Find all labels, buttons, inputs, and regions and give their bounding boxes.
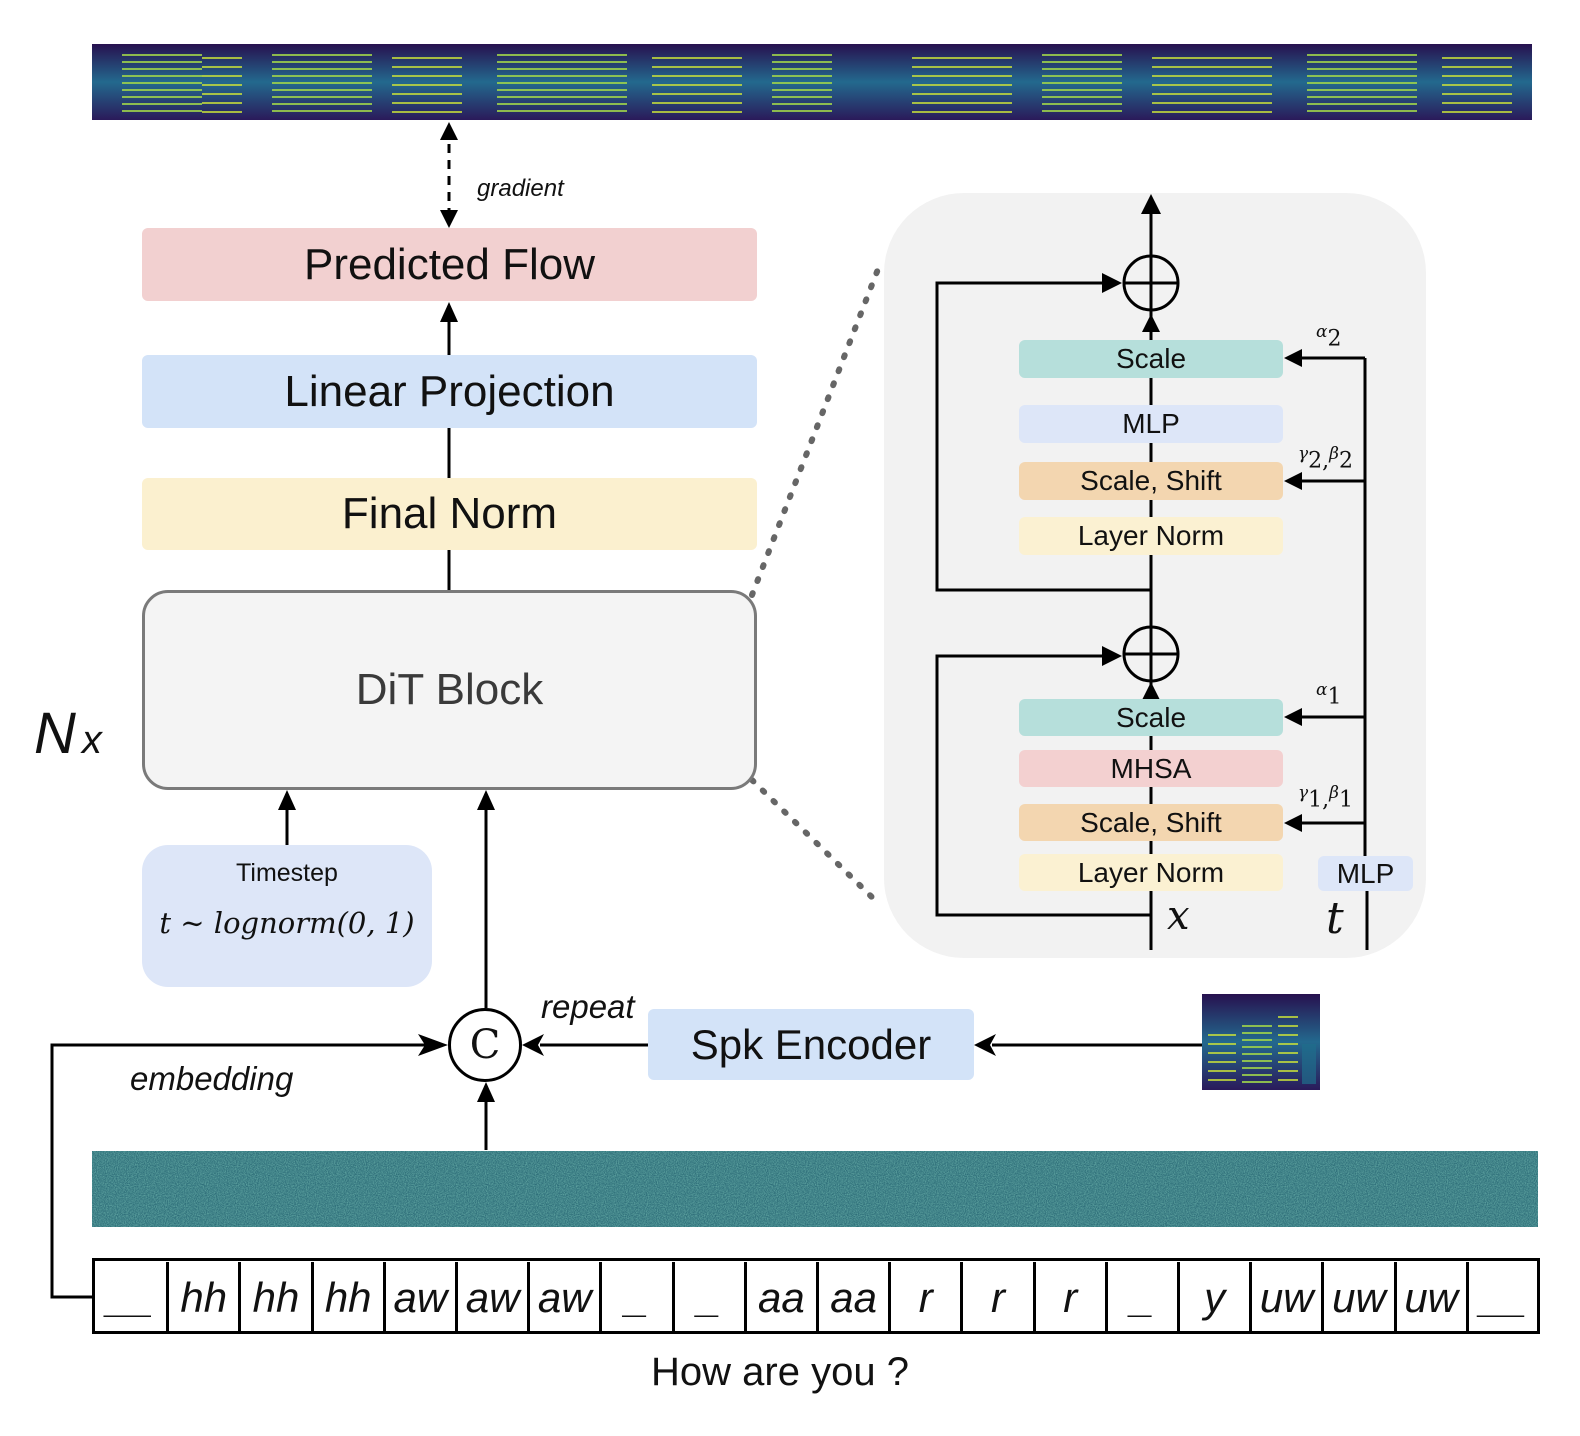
noisy-input-strip [92, 1151, 1538, 1227]
token-cell: r [960, 1262, 1032, 1334]
spectrogram-segment [497, 52, 627, 114]
concat-node: C [448, 1008, 522, 1082]
output-mel-spectrogram [92, 44, 1532, 120]
zoom-line-top [749, 261, 883, 598]
embedding-label: embedding [130, 1060, 294, 1097]
upper-layer-norm-label: Layer Norm [1077, 520, 1225, 551]
token-cell: y [1177, 1262, 1249, 1334]
gamma1-beta1-label: γ1,β1 [1298, 783, 1353, 813]
nx-x: x [81, 718, 102, 762]
lower-scale-label: Scale [1115, 701, 1187, 733]
token-cell: _ [671, 1262, 744, 1334]
repeat-label: repeat [541, 988, 635, 1025]
noise-image [92, 1151, 1538, 1227]
lower-scale-shift-label: Scale, Shift [1080, 806, 1222, 838]
timestep-box: Timestep t ∼ lognorm(0, 1) [142, 845, 432, 987]
timestep-formula: t ∼ lognorm(0, 1) [159, 906, 415, 940]
spectrogram-segment [202, 52, 242, 114]
alpha2-label: α2 [1316, 322, 1342, 352]
sentence-text: How are you ? [651, 1350, 909, 1394]
spectrogram-segment [272, 52, 372, 114]
gamma2-beta2-label: γ2,β2 [1298, 444, 1353, 474]
spk-encoder-label: Spk Encoder [690, 1020, 932, 1068]
spectrogram-segment [912, 52, 1012, 114]
upper-add-node [1122, 254, 1180, 312]
linear-projection-box: Linear Projection [142, 355, 757, 428]
lower-layer-norm-box: Layer Norm [1019, 854, 1283, 891]
token-cell: uw [1249, 1262, 1321, 1334]
spectrogram-segment [392, 52, 462, 114]
reference-mel-spectrogram [1202, 994, 1320, 1090]
t-mlp-box: MLP [1318, 856, 1413, 891]
token-cell: __ [1465, 1262, 1538, 1334]
upper-scale-shift-box: Scale, Shift [1019, 462, 1283, 500]
lower-mhsa-box: MHSA [1019, 750, 1283, 787]
input-t-label: t [1326, 893, 1344, 944]
timestep-title: Timestep [236, 859, 338, 887]
token-cell: r [888, 1262, 960, 1334]
linear-projection-label: Linear Projection [284, 366, 615, 416]
token-cell: uw [1321, 1262, 1393, 1334]
output-spectrogram-image [92, 44, 1532, 120]
spectrogram-segment [1307, 52, 1417, 114]
reference-spectrogram-image [1202, 994, 1320, 1090]
token-cell: r [1032, 1262, 1105, 1334]
dit-block-label: DiT Block [355, 665, 544, 714]
upper-mlp-box: MLP [1019, 405, 1283, 443]
token-cell: hh [166, 1262, 238, 1334]
token-cell: __ [106, 1274, 154, 1321]
token-cell: aa [743, 1262, 816, 1334]
alpha1-label: α1 [1316, 680, 1342, 710]
spectrogram-segment [1042, 52, 1122, 114]
token-cell: hh [238, 1262, 310, 1334]
t-mlp-label: MLP [1336, 857, 1395, 889]
spectrogram-segment [1442, 52, 1512, 114]
concat-symbol: C [469, 1022, 501, 1068]
lower-scale-shift-box: Scale, Shift [1019, 804, 1283, 841]
predicted-flow-box: Predicted Flow [142, 228, 757, 301]
lower-scale-box: Scale [1019, 699, 1283, 736]
spectrogram-segment [122, 52, 202, 114]
zoom-line-bottom [749, 777, 883, 908]
token-cell: aa [816, 1262, 888, 1334]
upper-mlp-label: MLP [1122, 408, 1180, 439]
lower-add-node [1122, 625, 1180, 683]
nx-n: N [34, 701, 76, 766]
token-cell: _ [599, 1262, 671, 1334]
lower-layer-norm-label: Layer Norm [1077, 856, 1225, 888]
spectrogram-segment [652, 52, 742, 114]
token-cell: _ [1104, 1262, 1177, 1334]
gradient-label: gradient [477, 175, 564, 202]
token-cell: aw [382, 1262, 455, 1334]
token-cell: uw [1393, 1262, 1466, 1334]
spectrogram-segment [772, 52, 832, 114]
upper-layer-norm-box: Layer Norm [1019, 517, 1283, 555]
predicted-flow-label: Predicted Flow [303, 239, 595, 289]
spk-encoder-box: Spk Encoder [648, 1009, 974, 1080]
dit-block-box: DiT Block [142, 590, 757, 790]
upper-scale-box: Scale [1019, 340, 1283, 378]
upper-scale-shift-label: Scale, Shift [1080, 465, 1222, 496]
input-x-label: x [1167, 893, 1190, 939]
final-norm-label: Final Norm [341, 489, 558, 538]
token-cell: aw [455, 1262, 527, 1334]
final-norm-box: Final Norm [142, 478, 757, 550]
lower-mhsa-label: MHSA [1110, 752, 1192, 784]
token-cell: aw [527, 1262, 599, 1334]
token-cell: hh [310, 1262, 383, 1334]
spectrogram-segment [1152, 52, 1272, 114]
upper-scale-label: Scale [1115, 343, 1187, 374]
